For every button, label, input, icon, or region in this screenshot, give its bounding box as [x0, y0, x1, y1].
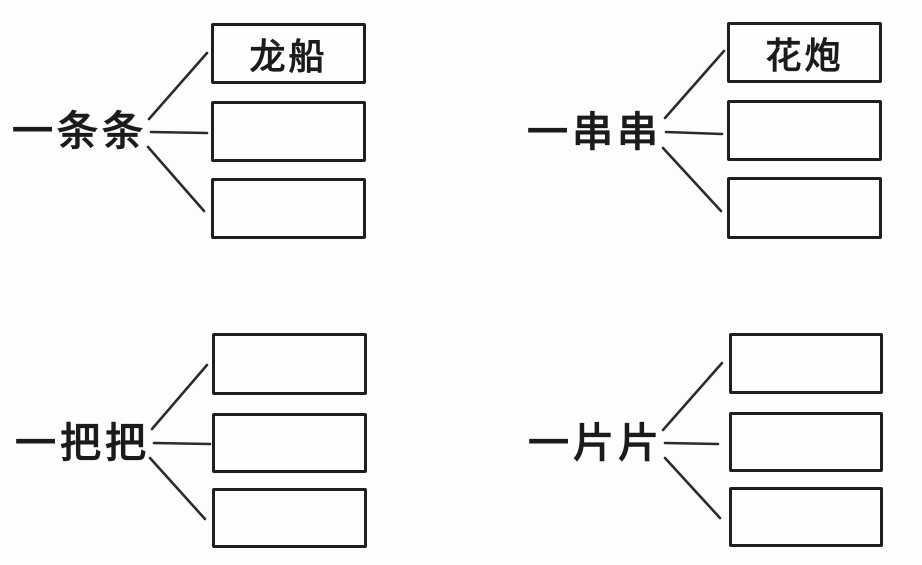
- measure-word-label: 一片片: [528, 420, 663, 466]
- connector-line: [149, 130, 209, 135]
- answer-box[interactable]: [212, 413, 367, 473]
- connector-line: [663, 441, 720, 446]
- connector-line: [146, 145, 206, 213]
- measure-word-label: 一条条: [12, 108, 147, 154]
- connector-line: [147, 51, 209, 121]
- connector-line: [663, 456, 722, 520]
- connector-line: [663, 49, 726, 120]
- answer-box[interactable]: [212, 488, 367, 548]
- measure-word-label: 一串串: [527, 109, 662, 155]
- answer-box[interactable]: [211, 101, 366, 162]
- answer-box[interactable]: [729, 333, 883, 394]
- connector-line: [661, 361, 724, 432]
- answer-box[interactable]: [211, 178, 366, 239]
- connector-line: [150, 363, 209, 431]
- connector-line: [148, 456, 207, 521]
- answer-box[interactable]: [727, 100, 882, 161]
- answer-box[interactable]: [729, 487, 883, 547]
- answer-box[interactable]: 花炮: [727, 22, 882, 83]
- measure-word-label: 一把把: [15, 420, 150, 466]
- answer-box[interactable]: 龙船: [211, 23, 366, 84]
- connector-line: [152, 441, 212, 446]
- answer-box[interactable]: [729, 412, 883, 472]
- connector-line: [661, 146, 723, 213]
- connector-line: [664, 130, 724, 136]
- answer-box[interactable]: [212, 333, 367, 395]
- answer-box[interactable]: [727, 177, 882, 239]
